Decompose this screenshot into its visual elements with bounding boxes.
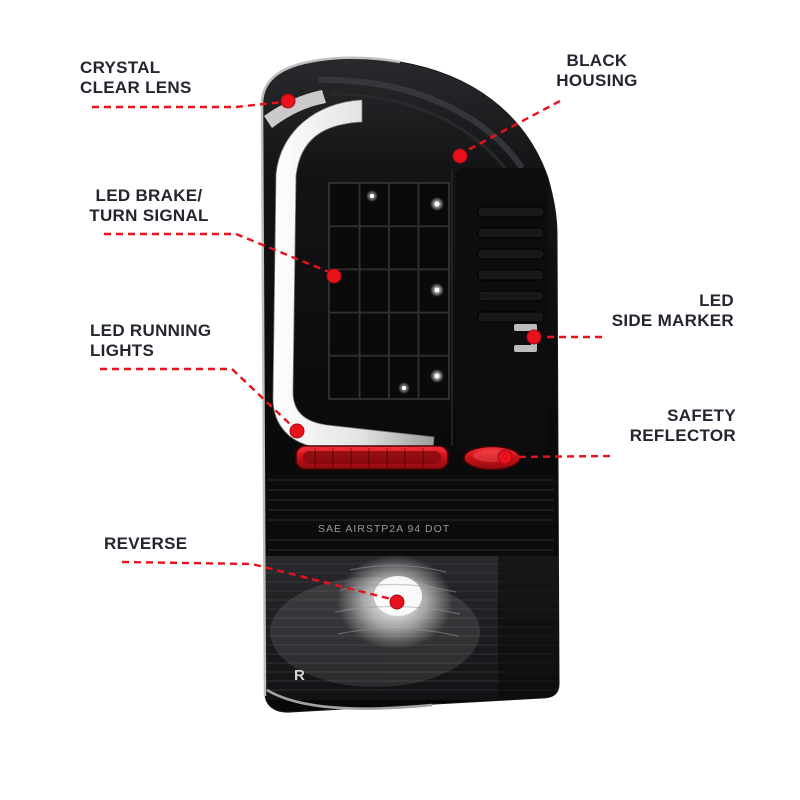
callout-led-running-lights: LED RUNNING LIGHTS [90,321,212,361]
led-dots [366,190,444,394]
led-grid [328,182,450,400]
leader-lines [92,99,611,601]
lens-edge-highlight [260,56,433,710]
reflector-strip [295,445,449,470]
reverse-letter: R [294,667,305,684]
housing-gloss [317,76,525,173]
housing-rib-band [266,472,556,556]
callout-reverse: REVERSE [104,534,188,553]
dot-led-running-lights [289,423,305,439]
leader-black-housing [465,99,561,153]
housing-vents [451,168,548,452]
callout-led-side-marker: LED SIDE MARKER [611,291,734,331]
dot-led-brake-turn-signal [326,268,342,284]
callout-crystal-clear-lens: CRYSTAL CLEAR LENS [80,58,192,98]
dot-crystal-clear-lens [280,93,296,109]
leader-safety-reflector [512,454,611,459]
dot-reverse [389,594,405,610]
dot-led-side-marker [526,329,542,345]
certification-text: SAE AIRSTP2A 94 DOT [318,523,450,535]
callout-safety-reflector: SAFETY REFLECTOR [629,406,736,446]
crystal-lens-edge [264,90,326,128]
leader-crystal-clear-lens [92,100,284,109]
leader-led-running-lights [100,367,294,428]
leader-dots [280,93,542,610]
dot-black-housing [452,148,468,164]
reverse-lens: R [266,555,558,700]
callout-led-brake-turn-signal: LED BRAKE/ TURN SIGNAL [89,186,209,226]
callout-black-housing: BLACK HOUSING [556,51,638,91]
leader-led-brake-turn-signal [104,232,330,274]
dot-safety-reflector [497,449,513,465]
